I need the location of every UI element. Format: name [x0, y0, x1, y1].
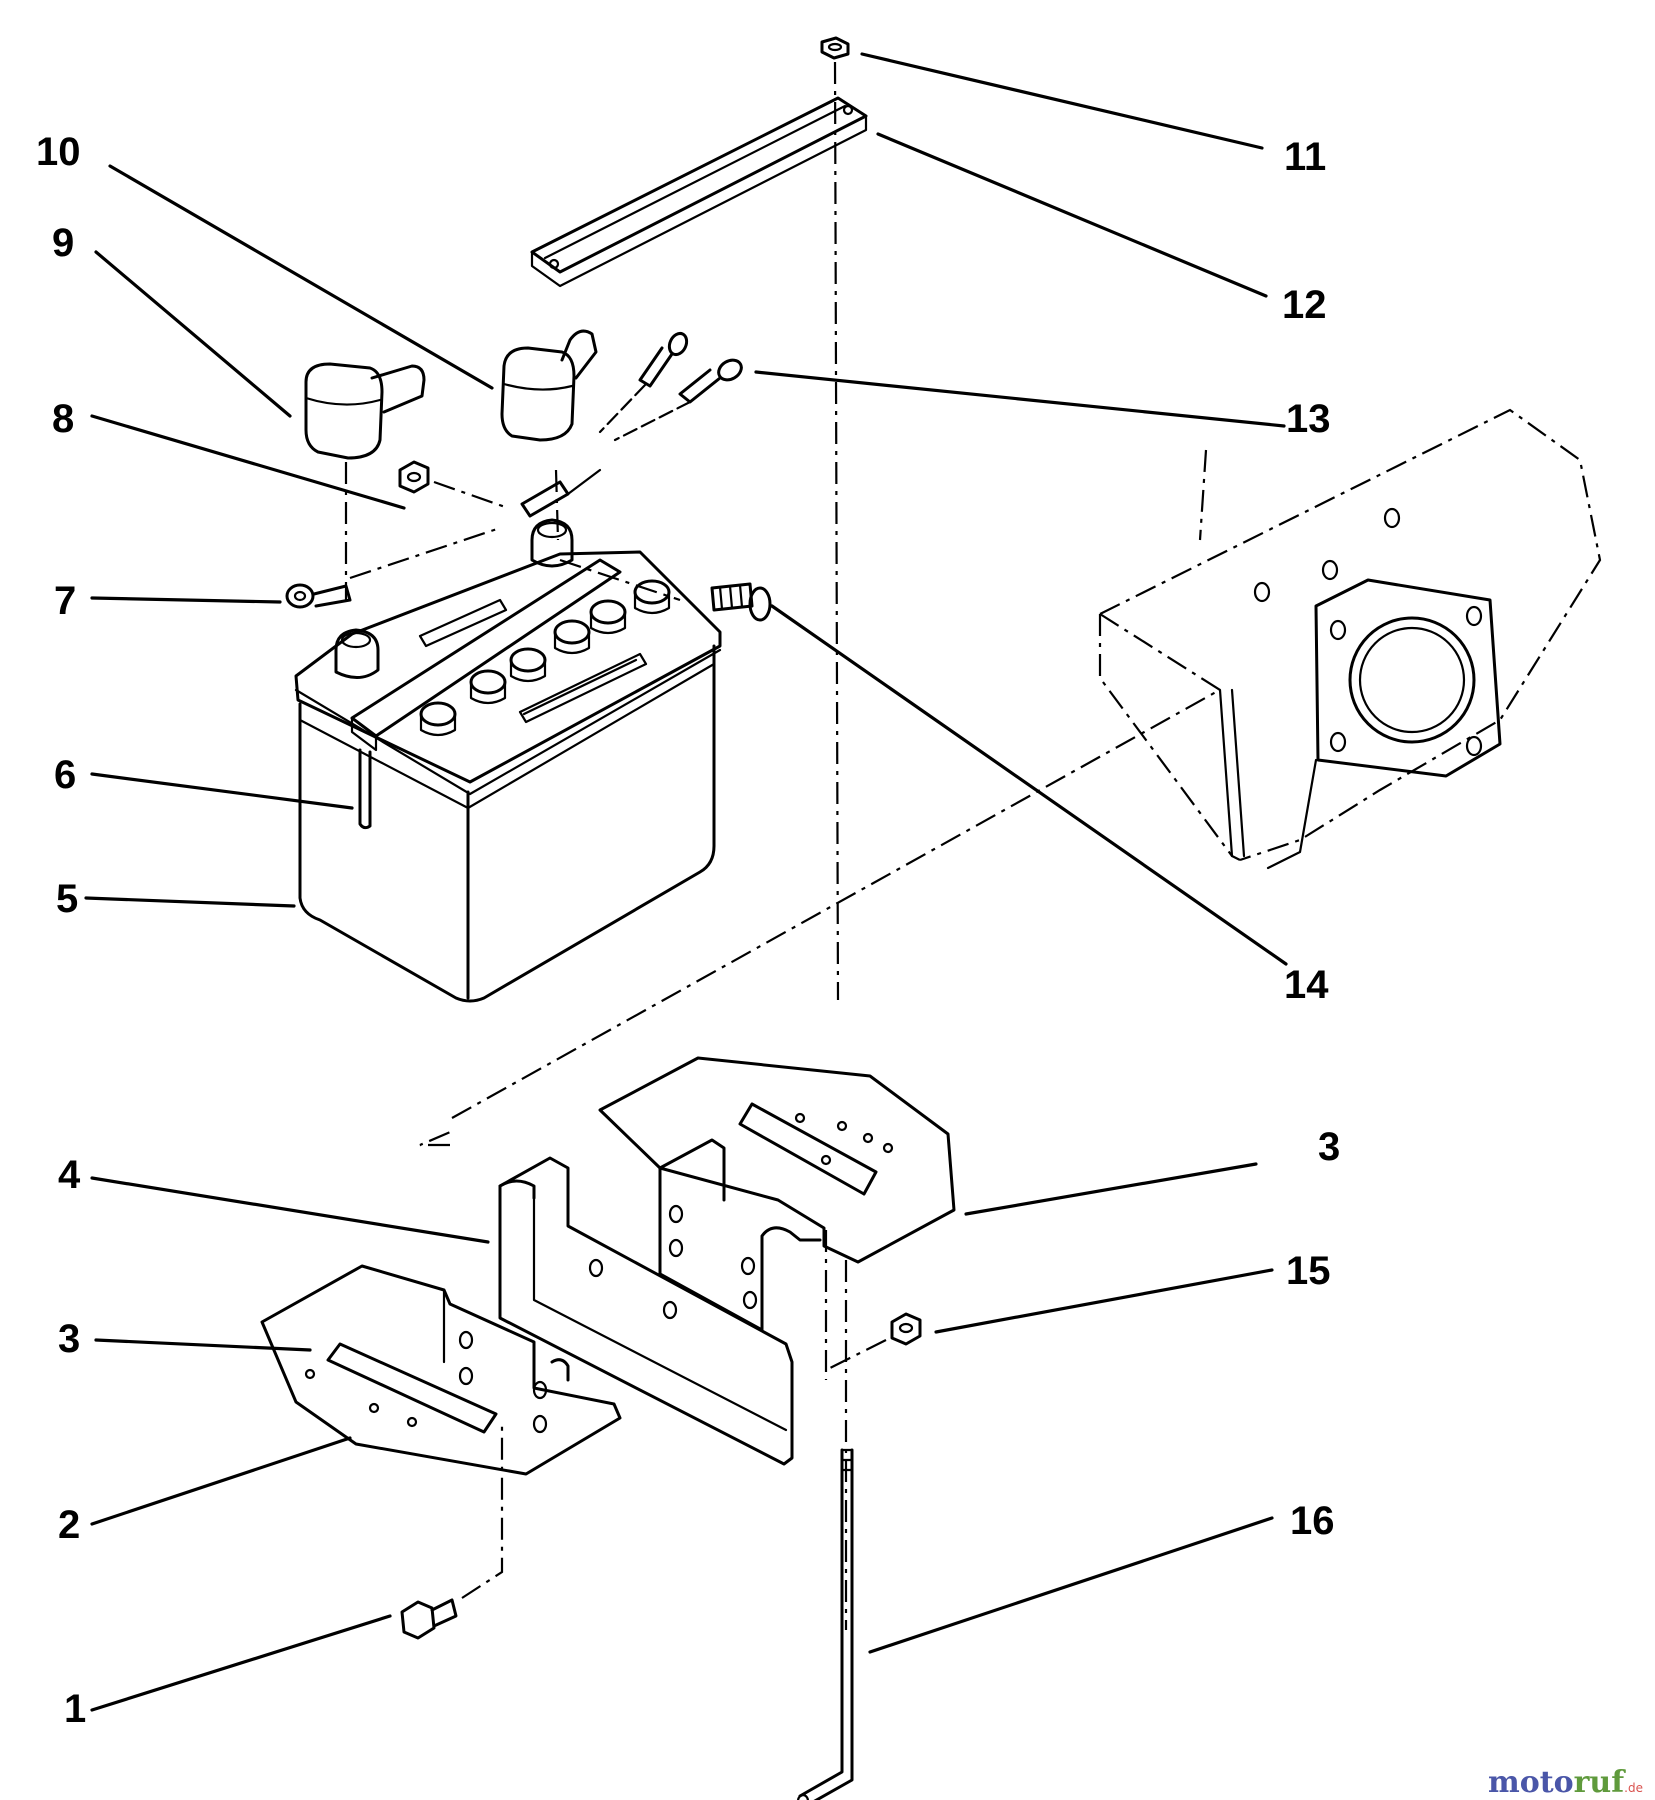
- leader-7: [90, 596, 282, 604]
- part-4-battery-bracket: [498, 1138, 828, 1466]
- leader-5: [84, 896, 296, 908]
- frame-alignment-line: [451, 691, 1217, 1119]
- leader-lines: [84, 52, 1288, 1712]
- leader-3a: [964, 1162, 1258, 1216]
- watermark-part-a: moto: [1488, 1765, 1574, 1800]
- center-axis: [833, 61, 848, 1630]
- part-3-lower-tray-plate: [260, 1264, 622, 1476]
- callout-4: 4: [58, 1153, 81, 1197]
- leader-13: [754, 370, 1286, 428]
- callout-13: 13: [1286, 397, 1331, 441]
- engine-mount-frame: [1098, 408, 1602, 870]
- leader-11: [860, 52, 1264, 150]
- leader-6: [90, 772, 354, 810]
- callout-3-lower: 3: [58, 1317, 80, 1361]
- callout-numbers: 10 9 8 7 6 5 4 3 2 1 11 12 13 14 3 15 16: [36, 130, 1340, 1731]
- part-6-vent-tube: [358, 748, 372, 830]
- assembly-guides: [344, 462, 681, 1147]
- part-8-nut: [398, 460, 509, 510]
- callout-10: 10: [36, 130, 81, 174]
- part-5-battery: [294, 518, 722, 1003]
- part-14-bolt: [710, 582, 772, 622]
- svg-text:motoruf.de: motoruf.de: [1488, 1765, 1643, 1800]
- watermark-part-b: ruf: [1574, 1765, 1627, 1800]
- leader-4: [90, 1176, 490, 1244]
- part-15-nut: [829, 1312, 922, 1369]
- part-13-battery-cable: [520, 331, 743, 518]
- callout-14: 14: [1284, 963, 1329, 1007]
- leader-12: [876, 132, 1268, 298]
- callout-16: 16: [1290, 1499, 1335, 1543]
- callout-5: 5: [56, 877, 78, 921]
- callout-1: 1: [64, 1687, 86, 1731]
- leader-9: [94, 250, 292, 418]
- watermark-logo: motoruf.de: [1488, 1765, 1643, 1800]
- leader-8: [90, 414, 406, 510]
- callout-15: 15: [1286, 1249, 1331, 1293]
- part-9-terminal-cover: [304, 362, 426, 460]
- part-10-terminal-cover: [500, 329, 598, 442]
- vent-caps: [419, 579, 671, 737]
- callout-3-upper: 3: [1318, 1125, 1340, 1169]
- part-3-upper-tray-plate: [598, 1056, 956, 1264]
- callout-7: 7: [54, 579, 76, 623]
- callout-8: 8: [52, 397, 74, 441]
- callout-12: 12: [1282, 283, 1327, 327]
- part-7-terminal-bolt: [285, 583, 352, 609]
- part-1-bolt: [400, 1420, 504, 1640]
- part-16-j-rod: [796, 1448, 854, 1800]
- leader-1: [90, 1614, 392, 1712]
- leader-15: [934, 1268, 1274, 1334]
- part-11-nut: [820, 36, 850, 60]
- callout-9: 9: [52, 221, 74, 265]
- leader-10: [108, 164, 494, 390]
- part-12-hold-down-bar: [530, 96, 868, 288]
- callout-2: 2: [58, 1503, 80, 1547]
- leader-16: [868, 1516, 1274, 1654]
- watermark-suffix: .de: [1624, 1781, 1643, 1795]
- leader-14: [770, 604, 1288, 966]
- callout-11: 11: [1284, 135, 1326, 179]
- callout-6: 6: [54, 753, 76, 797]
- leader-3b: [94, 1338, 312, 1352]
- leader-2: [90, 1436, 352, 1526]
